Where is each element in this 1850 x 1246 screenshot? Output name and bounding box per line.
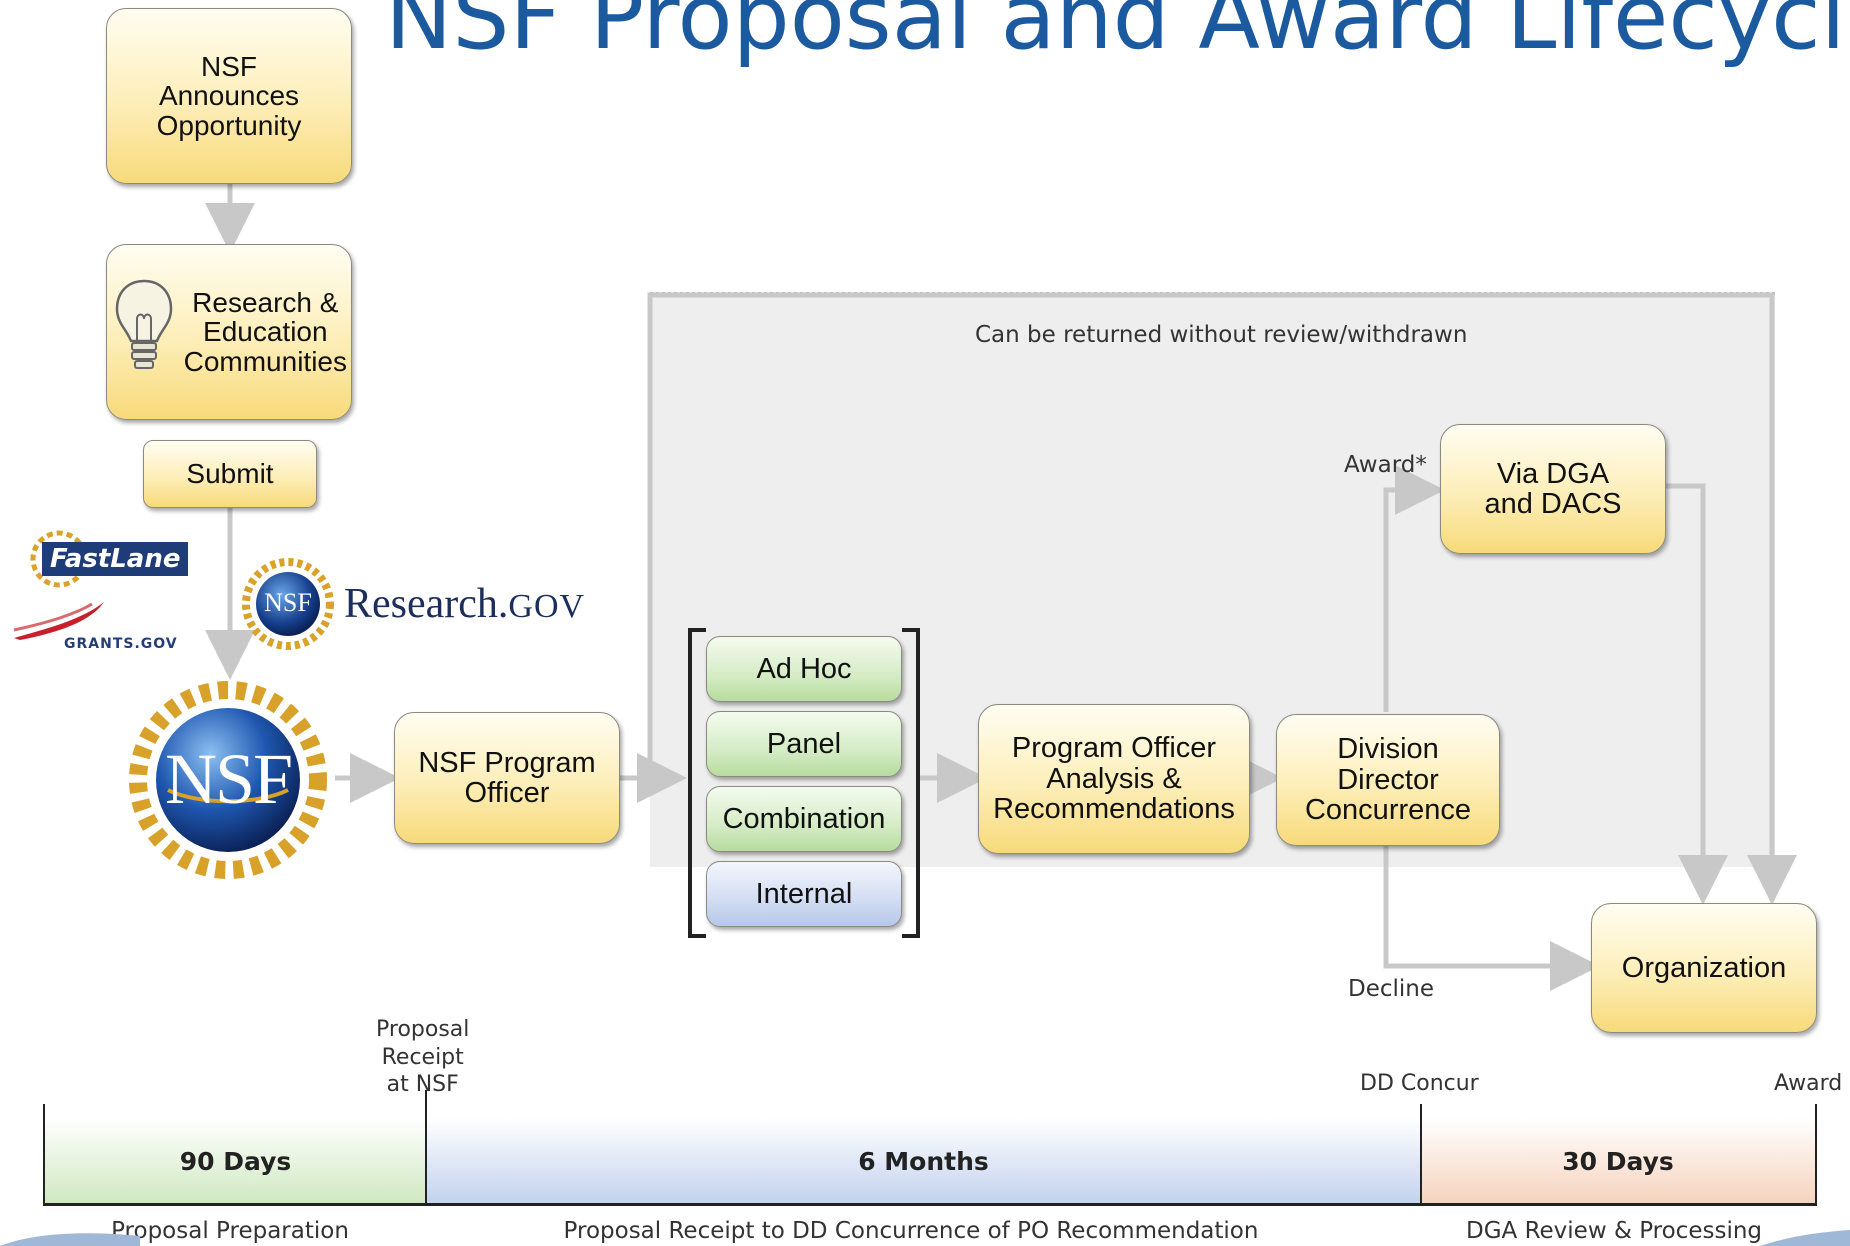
timeline-baseline — [43, 1203, 1817, 1206]
tick-start — [43, 1104, 45, 1204]
milestone-receipt: Proposal Receipt at NSF — [376, 1017, 470, 1097]
dd-concurrence-box: Division Director Concurrence — [1276, 714, 1500, 846]
via-dga-box: Via DGA and DACS — [1440, 424, 1666, 554]
communities-box: Research & Education Communities — [106, 244, 352, 420]
nsf-seal-small-icon — [242, 558, 334, 650]
segment-dga-duration: 30 Days — [1562, 1146, 1674, 1176]
organization-box: Organization — [1591, 903, 1817, 1033]
timeline-segment-prep: 90 Days — [45, 1118, 426, 1204]
review-panel: Panel — [706, 711, 902, 777]
page-title: NSF Proposal and Award Lifecycle — [385, 0, 1850, 70]
nsf-seal-large-icon — [129, 681, 327, 879]
arrow-return-path — [647, 292, 1797, 905]
nsf-seal-small: NSF — [242, 558, 334, 650]
review-bracket — [688, 628, 920, 938]
decline-label: Decline — [1348, 976, 1435, 1002]
nsf-seal-large-text: NSF — [164, 739, 293, 819]
nsf-announces-box: NSF Announces Opportunity — [106, 8, 352, 184]
review-ad-hoc: Ad Hoc — [706, 636, 902, 702]
submit-box: Submit — [143, 440, 317, 508]
grants-gov-text: GRANTS.GOV — [64, 636, 178, 652]
arrow-decline — [1383, 846, 1600, 991]
lightbulb-icon — [115, 279, 173, 369]
po-analysis-box: Program Officer Analysis & Recommendatio… — [978, 704, 1250, 854]
timeline-segment-dga: 30 Days — [1421, 1118, 1815, 1204]
tick-receipt — [425, 1090, 427, 1204]
footer-swoosh-right — [1760, 1230, 1850, 1246]
footer-swoosh-left — [0, 1233, 140, 1246]
arrow-dga-org — [1666, 483, 1728, 905]
timeline-segment-review: 6 Months — [426, 1118, 1421, 1204]
milestone-award: Award — [1774, 1071, 1843, 1096]
review-combination: Combination — [706, 786, 902, 852]
review-internal: Internal — [706, 861, 902, 927]
milestone-dd-concur: DD Concur — [1360, 1071, 1479, 1096]
communities-label: Research & Education Communities — [183, 286, 347, 377]
research-gov-wordmark: Research.GOV — [344, 580, 585, 628]
phase-review-label: Proposal Receipt to DD Concurrence of PO… — [563, 1218, 1259, 1244]
tick-award — [1815, 1104, 1817, 1204]
grants-swoosh-icon — [13, 602, 104, 640]
program-officer-box: NSF Program Officer — [394, 712, 620, 844]
fastlane-logo: FastLane — [22, 520, 202, 592]
returned-label: Can be returned without review/withdrawn — [975, 322, 1468, 348]
research-gov-suffix: GOV — [508, 588, 586, 625]
research-gov-main: Research. — [344, 581, 509, 627]
nsf-seal-large: NSF — [128, 680, 328, 880]
award-star-label: Award* — [1344, 452, 1427, 478]
segment-prep-duration: 90 Days — [179, 1146, 292, 1176]
fastlane-wordmark: FastLane — [42, 542, 189, 576]
segment-review-duration: 6 Months — [858, 1146, 989, 1176]
arrow-award — [1383, 465, 1445, 712]
phase-dga-label: DGA Review & Processing — [1465, 1218, 1763, 1244]
tick-dd-concur — [1420, 1104, 1422, 1204]
grants-gov-logo: GRANTS.GOV — [12, 600, 212, 656]
phase-prep-label: Proposal Preparation — [111, 1218, 349, 1244]
nsf-seal-small-text: NSF — [264, 588, 312, 617]
